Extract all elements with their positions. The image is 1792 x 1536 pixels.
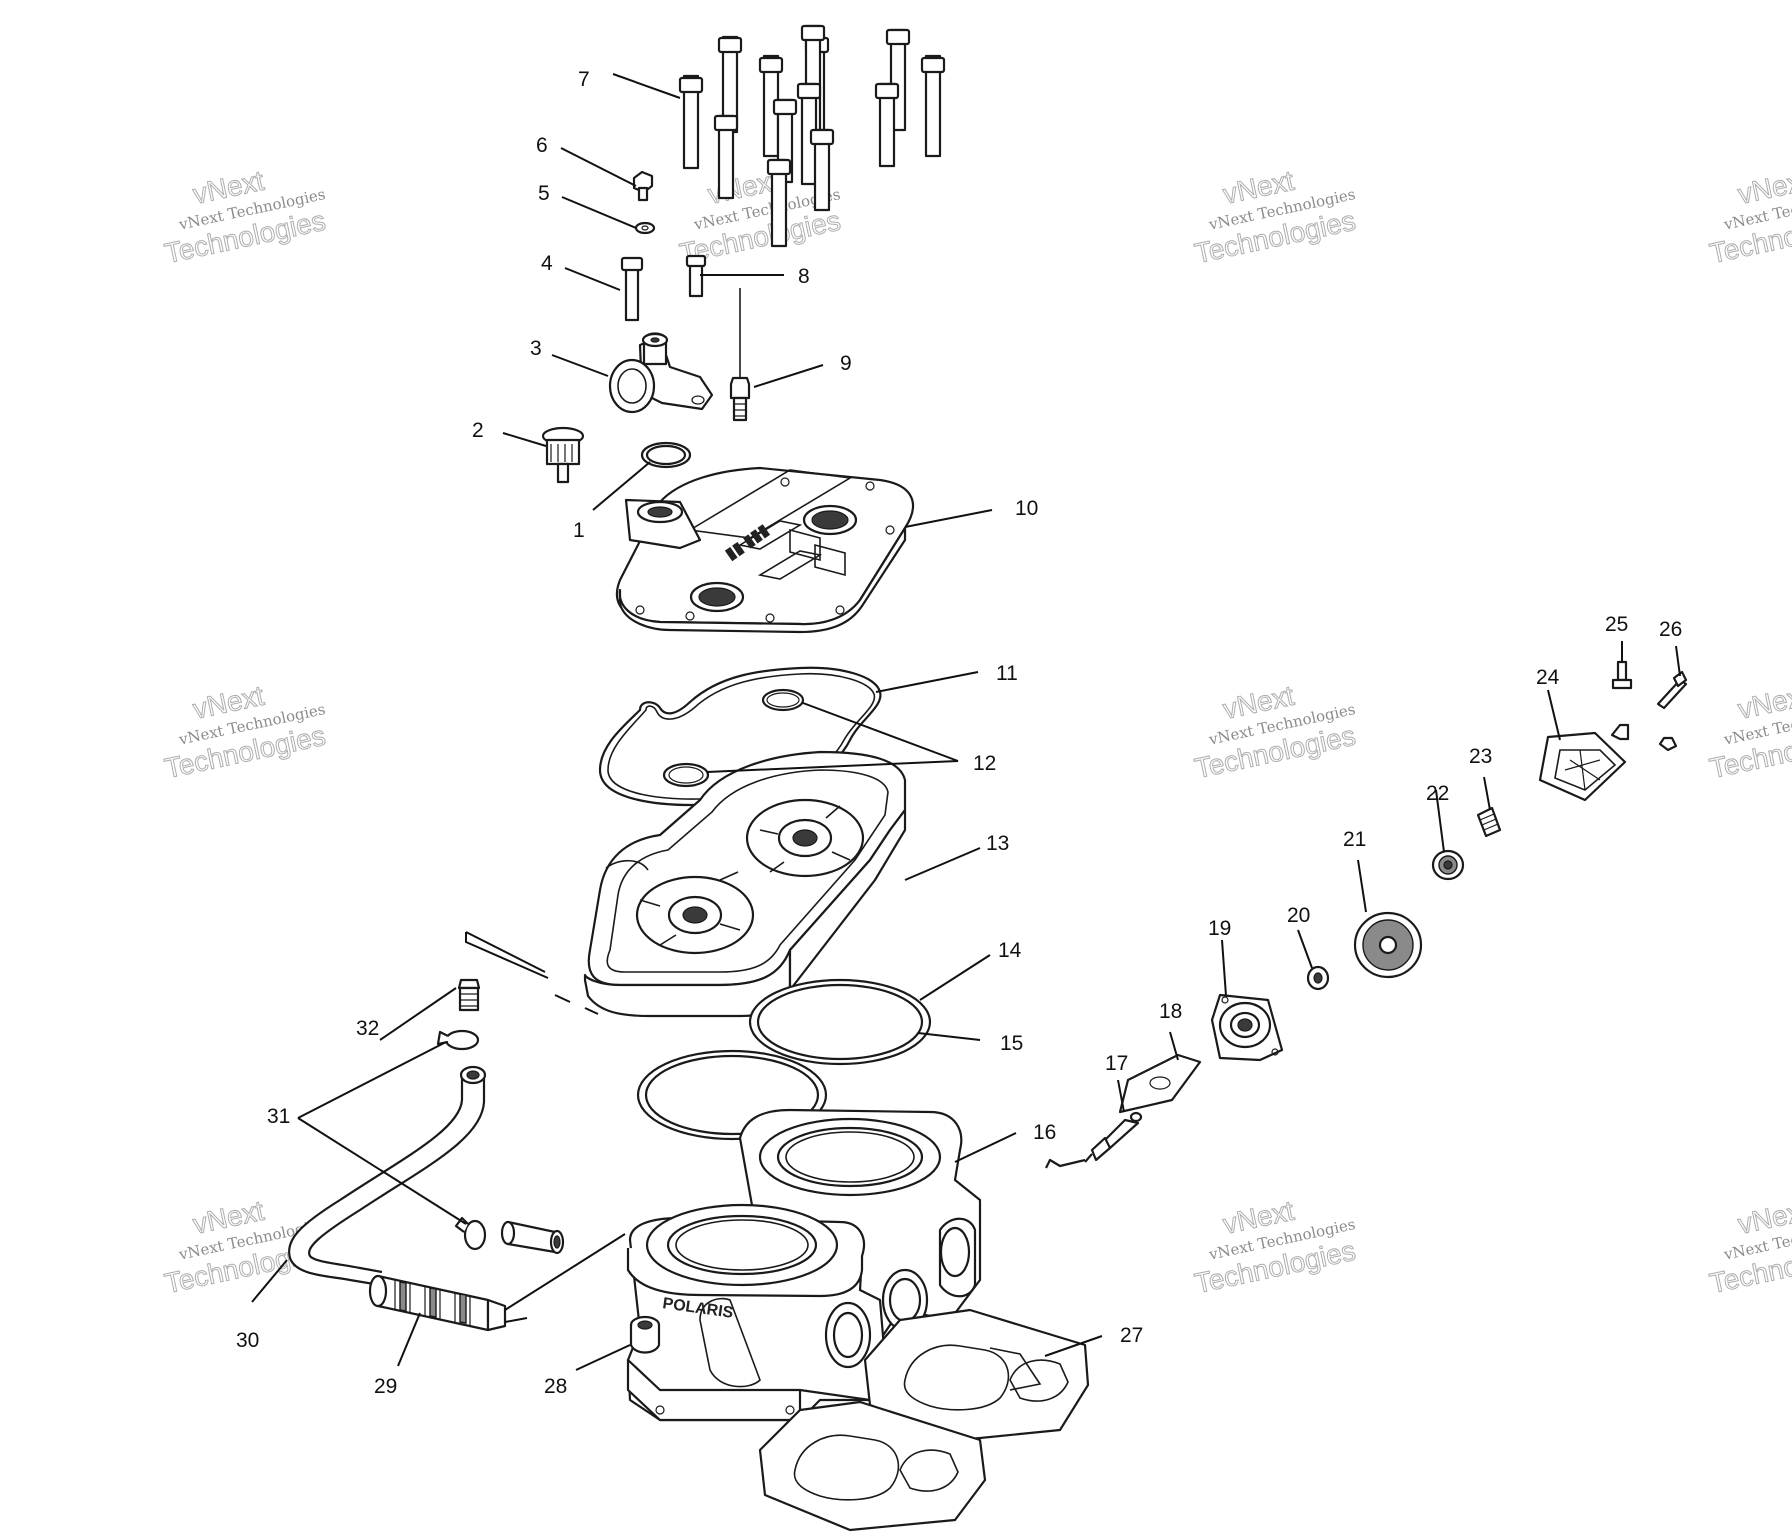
callout-30: 30 <box>236 1329 259 1352</box>
part-18-pump-gasket <box>1118 1053 1202 1114</box>
callout-3: 3 <box>530 337 542 360</box>
callout-19: 19 <box>1208 917 1231 940</box>
part-28-cylinder-block: POLARIS <box>626 1203 887 1422</box>
callout-6: 6 <box>536 134 548 157</box>
callout-7: 7 <box>578 68 590 91</box>
part-2-thermostat <box>541 426 585 484</box>
part-7-head-bolts <box>678 24 946 248</box>
bolt <box>758 54 784 158</box>
part-1-o-ring <box>640 441 692 469</box>
bolt <box>809 128 835 212</box>
watermark: vNext vNext Technologies Technologies <box>1191 679 1358 784</box>
part-32-fitting <box>457 978 481 1012</box>
callout-21: 21 <box>1343 828 1366 851</box>
bolt <box>874 82 900 168</box>
callout-11: 11 <box>996 662 1018 685</box>
bolt <box>678 74 704 170</box>
callout-5: 5 <box>538 182 550 205</box>
callout-28: 28 <box>544 1375 567 1398</box>
part-10-head-cover: ▮▮ ▮▮▮ <box>615 466 914 634</box>
bolt <box>920 54 946 158</box>
callout-20: 20 <box>1287 904 1310 927</box>
callout-15: 15 <box>1000 1032 1023 1055</box>
callout-12: 12 <box>973 752 996 775</box>
callout-labels: 7 6 5 4 8 3 9 2 1 10 11 12 13 14 15 16 1… <box>236 68 1682 1398</box>
callout-17: 17 <box>1105 1052 1128 1075</box>
part-5-washer <box>634 221 656 235</box>
bolt <box>717 35 743 134</box>
part-3-thermostat-housing <box>608 332 714 414</box>
callout-23: 23 <box>1469 745 1492 768</box>
part-25-screw <box>1610 660 1633 741</box>
leader-lines <box>251 73 1681 1371</box>
bolt <box>796 82 822 186</box>
callout-13: 13 <box>986 832 1009 855</box>
callout-31: 31 <box>267 1105 290 1128</box>
part-26-screw <box>1656 670 1688 752</box>
part-9-sensor <box>729 288 751 422</box>
bolt <box>766 158 792 248</box>
watermark: vNext vNext Technologies Technologies <box>1191 1194 1358 1299</box>
callout-25: 25 <box>1605 613 1628 636</box>
part-17-shaft <box>1045 1111 1143 1169</box>
watermark: vNext vNext Technologies Technologies <box>161 679 328 784</box>
part-20-seal <box>1306 965 1330 991</box>
callout-29: 29 <box>374 1375 397 1398</box>
watermark: vNext vNext Technologies Technologies <box>161 164 328 269</box>
bolt <box>713 114 739 200</box>
part-6-screw <box>632 170 654 202</box>
part-12-head-o-rings <box>662 688 805 788</box>
part-30-hose <box>288 1065 565 1287</box>
part-29-fitting <box>368 1233 626 1332</box>
callout-16: 16 <box>1033 1121 1056 1144</box>
part-31-hose-clamp <box>454 1216 487 1251</box>
callout-32: 32 <box>356 1017 379 1040</box>
watermark: vNext vNext Technologies Technologies <box>1706 1194 1792 1299</box>
part-22-bearing <box>1431 849 1465 881</box>
watermark: vNext vNext Technologies Technologies <box>1706 164 1792 269</box>
callout-9: 9 <box>840 352 852 375</box>
part-21-impeller <box>1353 911 1423 979</box>
reference-lines <box>465 931 599 1015</box>
callout-14: 14 <box>998 939 1022 962</box>
callout-10: 10 <box>1015 497 1038 520</box>
callout-4: 4 <box>541 252 553 275</box>
part-27-base-gaskets <box>758 1308 1090 1532</box>
callout-18: 18 <box>1159 1000 1182 1023</box>
callout-1: 1 <box>573 519 585 542</box>
part-4-bolt <box>620 256 644 322</box>
part-19-pump-housing <box>1210 993 1284 1062</box>
part-14-cylinder-o-ring <box>748 978 932 1066</box>
part-24-pump-cover <box>1538 731 1627 802</box>
callout-2: 2 <box>472 419 484 442</box>
callout-26: 26 <box>1659 618 1682 641</box>
watermark-group: vNext vNext Technologies Technologies vN… <box>161 164 1792 1299</box>
part-8-bolt <box>685 254 707 298</box>
callout-24: 24 <box>1536 666 1560 689</box>
callout-8: 8 <box>798 265 810 288</box>
part-31-hose-clamp <box>436 1029 480 1051</box>
part-23-spring <box>1476 806 1502 838</box>
callout-22: 22 <box>1426 782 1449 805</box>
watermark: vNext vNext Technologies Technologies <box>1706 679 1792 784</box>
callout-27: 27 <box>1120 1324 1143 1347</box>
part-13-cylinder-head <box>583 750 907 1018</box>
watermark: vNext vNext Technologies Technologies <box>1191 164 1358 269</box>
